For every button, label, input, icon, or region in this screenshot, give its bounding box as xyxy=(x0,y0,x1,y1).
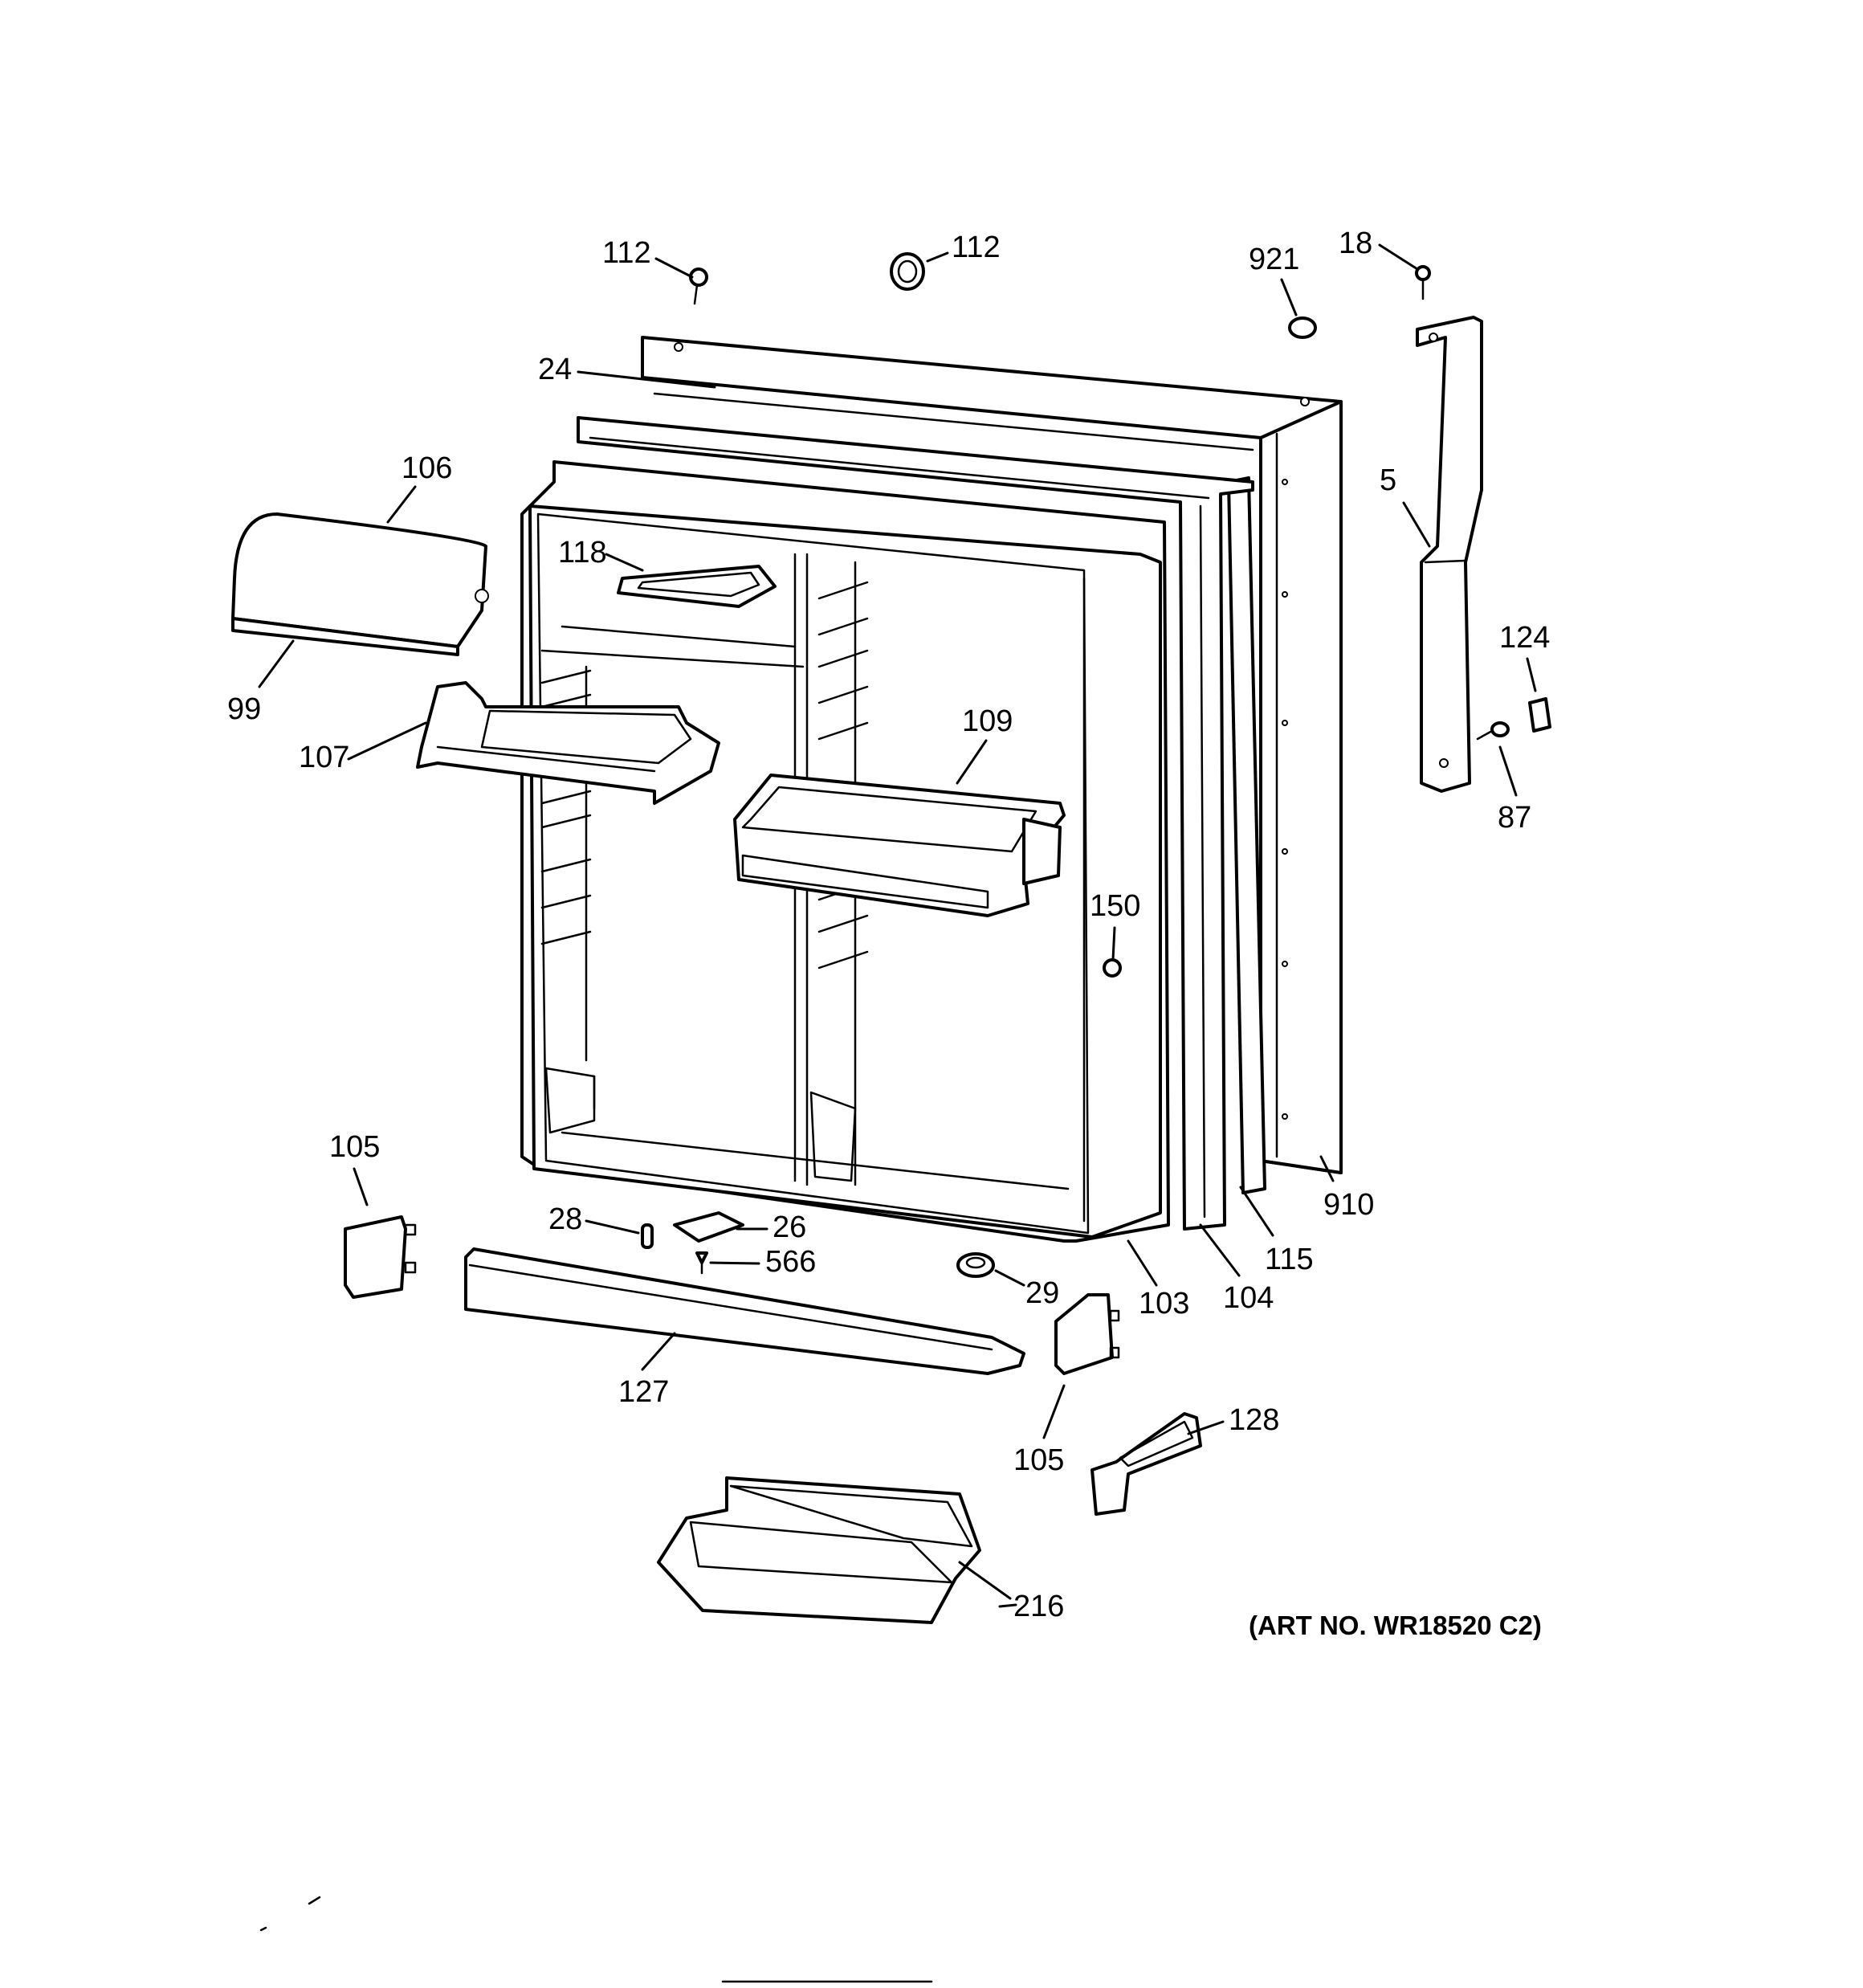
callout-118: 118 xyxy=(558,536,607,569)
callout-105-right: 105 xyxy=(1013,1443,1064,1477)
callout-921: 921 xyxy=(1249,243,1299,276)
callout-24: 24 xyxy=(538,353,572,386)
callout-26: 26 xyxy=(773,1210,806,1244)
end-cap-105-left xyxy=(344,1215,417,1299)
screw-150-icon xyxy=(1103,958,1122,978)
callout-5: 5 xyxy=(1380,463,1396,497)
bottom-bin-216 xyxy=(657,1476,981,1624)
door-shelf-107 xyxy=(416,681,720,805)
screw-112-icon xyxy=(689,267,708,305)
callout-28: 28 xyxy=(548,1202,582,1236)
callout-99: 99 xyxy=(227,692,261,726)
callout-112-screw: 112 xyxy=(602,236,651,270)
screw-566-icon xyxy=(695,1251,708,1275)
callout-109: 109 xyxy=(962,704,1013,738)
callout-18: 18 xyxy=(1339,227,1372,260)
callout-566: 566 xyxy=(765,1245,816,1279)
callout-29: 29 xyxy=(1025,1276,1059,1310)
callout-103: 103 xyxy=(1139,1287,1189,1321)
bracket-128 xyxy=(1090,1412,1202,1516)
callout-labels: 112 112 921 18 24 106 5 118 124 99 109 1… xyxy=(227,227,1550,1623)
door-frame-104 xyxy=(577,416,1254,1231)
callout-87: 87 xyxy=(1498,801,1531,835)
plate-26-icon xyxy=(673,1211,744,1243)
end-cap-105-right xyxy=(1054,1293,1120,1375)
callout-910: 910 xyxy=(1323,1188,1374,1222)
small-tray xyxy=(617,565,777,608)
callout-124: 124 xyxy=(1499,621,1550,655)
art-number-label: (ART NO. WR18520 C2) xyxy=(1249,1610,1542,1640)
callout-150: 150 xyxy=(1090,889,1140,923)
callout-128: 128 xyxy=(1229,1403,1279,1437)
screw-18-icon xyxy=(1415,265,1431,300)
callout-115: 115 xyxy=(1265,1243,1314,1276)
callout-216: 216 xyxy=(1013,1590,1064,1623)
callout-104: 104 xyxy=(1223,1281,1274,1315)
door-handle xyxy=(1416,316,1483,793)
callout-112-plug: 112 xyxy=(952,231,1001,264)
callout-106: 106 xyxy=(402,451,452,485)
dairy-compartment-door xyxy=(231,512,489,656)
plug-112-icon xyxy=(890,252,925,291)
scan-marks xyxy=(259,1896,933,1983)
callout-107: 107 xyxy=(299,741,349,774)
pin-28-icon xyxy=(641,1223,654,1249)
grommet-29-icon xyxy=(956,1252,995,1278)
callout-127: 127 xyxy=(618,1375,669,1409)
bottom-trim-rail xyxy=(464,1247,1025,1375)
door-bin-109 xyxy=(733,774,1066,917)
gasket-strip xyxy=(1227,476,1266,1194)
cap-921-icon xyxy=(1288,316,1317,339)
callout-105-left: 105 xyxy=(329,1130,380,1164)
clip-124-icon xyxy=(1528,697,1551,733)
screw-87-icon xyxy=(1476,721,1510,741)
leader-lines xyxy=(258,243,1537,1608)
